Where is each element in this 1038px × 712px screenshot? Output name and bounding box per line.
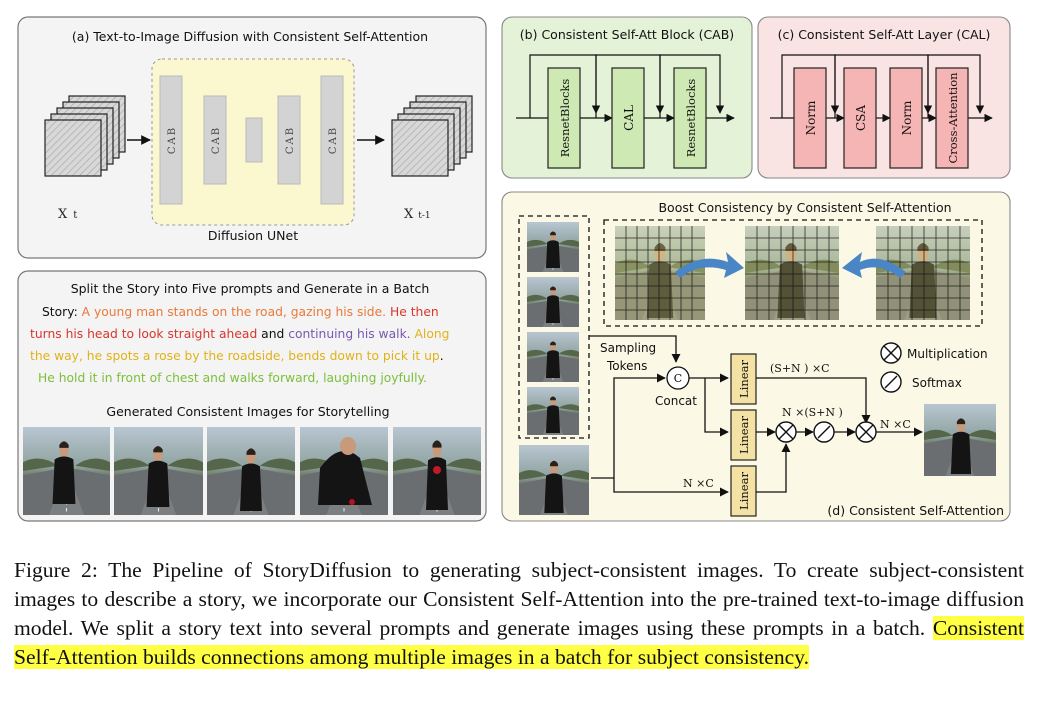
story-panel: Split the Story into Five prompts and Ge… — [17, 270, 487, 522]
concat-symbol: C — [674, 372, 682, 385]
input-image-2 — [527, 277, 579, 327]
legend-softmax-label: Softmax — [912, 376, 962, 390]
panel-d: Boost Consistency by Consistent Self-Att… — [501, 191, 1011, 522]
concat-label: Concat — [655, 394, 697, 408]
cab-label-2: CAB — [211, 126, 222, 154]
cab-cal-block — [611, 67, 645, 169]
linear-label-middle: Linear — [737, 416, 751, 454]
latent-stack-input — [44, 95, 126, 177]
sampling-label-line2: Tokens — [606, 359, 647, 373]
unet-block-5 — [320, 75, 344, 205]
story-segment-3: continuing his walk. — [288, 327, 414, 341]
cab-label-3: CAB — [285, 126, 296, 154]
story-label: Story: — [42, 305, 82, 319]
story-line-3: the way, he spots a rose by the roadside… — [30, 349, 444, 363]
cal-norm-block-1 — [793, 67, 827, 169]
panel-c: (c) Consistent Self-Att Layer (CAL) Norm… — [757, 16, 1011, 179]
panel-b-title: (b) Consistent Self-Att Block (CAB) — [520, 27, 734, 42]
cal-cross-attention-label: Cross-Attention — [946, 72, 960, 164]
pipeline-figure: (a) Text-to-Image Diffusion with Consist… — [17, 16, 1011, 522]
panel-c-title: (c) Consistent Self-Att Layer (CAL) — [778, 27, 991, 42]
story-segment-1a: A young man stands on the road, gazing h… — [82, 305, 390, 319]
dim-label-n-c-query: N ×C — [683, 477, 714, 490]
generated-image-4 — [300, 427, 388, 515]
cab-label-1: CAB — [167, 126, 178, 154]
dim-label-n-sn: N ×(S+N ) — [782, 406, 843, 419]
cab-label-4: CAB — [328, 126, 339, 154]
story-segment-2b: turns his head to look straight ahead — [30, 327, 261, 341]
cal-csa-label: CSA — [854, 105, 868, 131]
cal-norm-label-2: Norm — [900, 100, 914, 135]
input-images-dashed-box — [518, 215, 590, 439]
story-line-1: Story: A young man stands on the road, g… — [42, 305, 439, 319]
cal-cross-attention-block — [935, 67, 969, 169]
output-image — [924, 404, 996, 476]
generated-image-2 — [114, 427, 203, 515]
token-grid-image-2 — [745, 226, 839, 320]
linear-label-bottom: Linear — [737, 472, 751, 510]
cab-resnet-label-1: ResnetBlocks — [558, 79, 572, 158]
cal-csa-block — [843, 67, 877, 169]
story-segment-2a: He then — [390, 305, 439, 319]
input-image-1 — [527, 222, 579, 272]
token-grid-image-1 — [615, 226, 705, 320]
blue-arrow-right — [842, 252, 906, 278]
unet-block-2 — [203, 95, 227, 185]
linear-label-top: Linear — [737, 360, 751, 398]
unet-block-4 — [277, 95, 301, 185]
story-segment-and: and — [261, 327, 288, 341]
panel-d-caption: (d) Consistent Self-Attention — [827, 503, 1004, 518]
cab-resnet-block-1 — [547, 67, 581, 169]
blue-arrow-left — [675, 252, 744, 278]
story-panel-title: Split the Story into Five prompts and Ge… — [71, 281, 430, 296]
legend: Multiplication Softmax — [880, 342, 988, 393]
input-image-3 — [527, 332, 579, 382]
linear-layer-bottom — [730, 465, 757, 517]
linear-layer-top — [730, 353, 757, 405]
generated-images-title: Generated Consistent Images for Storytel… — [106, 404, 389, 419]
story-line-2: turns his head to look straight ahead an… — [30, 327, 449, 341]
legend-multiplication-label: Multiplication — [907, 347, 988, 361]
token-grid-dashed-box — [603, 219, 983, 327]
panel-d-title: Boost Consistency by Consistent Self-Att… — [658, 200, 951, 215]
figure-caption: Figure 2: The Pipeline of StoryDiffusion… — [14, 556, 1024, 672]
unet-block-1 — [159, 75, 183, 205]
generated-image-3 — [207, 427, 295, 515]
panel-a-title: (a) Text-to-Image Diffusion with Consist… — [72, 29, 428, 44]
cab-cal-label: CAL — [622, 105, 636, 131]
story-segment-4b: the way, he spots a rose by the roadside… — [30, 349, 440, 363]
story-segment-5: He hold it in front of chest and walks f… — [38, 371, 427, 385]
cab-resnet-label-2: ResnetBlocks — [684, 79, 698, 158]
sampling-label-line1: Sampling — [600, 341, 656, 355]
cab-resnet-block-2 — [673, 67, 707, 169]
generated-image-5 — [393, 427, 481, 515]
cal-norm-block-2 — [889, 67, 923, 169]
story-segment-period: . — [440, 349, 444, 363]
caption-text: Figure 2: The Pipeline of StoryDiffusion… — [14, 558, 1024, 640]
panel-a: (a) Text-to-Image Diffusion with Consist… — [17, 16, 487, 259]
generated-image-1 — [23, 427, 110, 515]
latent-stack-output — [391, 95, 473, 177]
story-segment-4a: Along — [415, 327, 450, 341]
linear-layer-middle — [730, 409, 757, 461]
input-image-4 — [527, 387, 579, 435]
diffusion-unet-label: Diffusion UNet — [208, 228, 298, 243]
panel-b: (b) Consistent Self-Att Block (CAB) Resn… — [501, 16, 753, 179]
story-line-4: He hold it in front of chest and walks f… — [38, 371, 427, 385]
query-image — [519, 445, 589, 515]
dim-label-sn-c: (S+N ) ×C — [770, 362, 830, 375]
token-grid-image-3 — [876, 226, 970, 320]
unet-block-3 — [245, 117, 263, 163]
cal-norm-label-1: Norm — [804, 100, 818, 135]
dim-label-n-c-output: N ×C — [880, 418, 911, 431]
